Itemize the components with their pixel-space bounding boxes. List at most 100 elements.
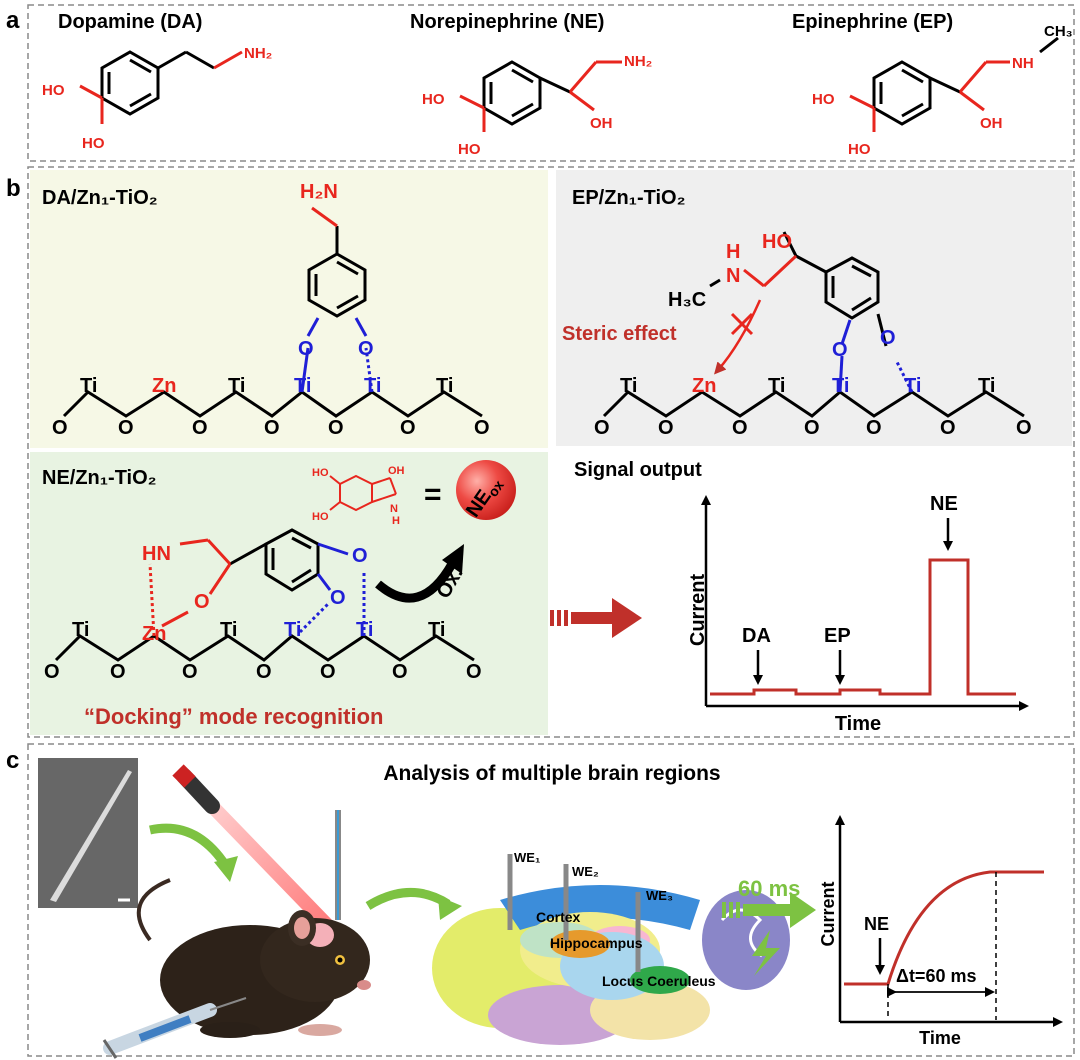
electrode-label-we3: WE₃: [646, 888, 673, 903]
ne-hn-label: HN: [142, 543, 171, 565]
ep-bound-o-1: O: [832, 339, 848, 361]
ep-ti-blue-1: Ti: [832, 375, 849, 397]
green-arrow-2-head: [438, 896, 462, 920]
ne-oh: OH: [590, 115, 613, 132]
ne-ti-1: Ti: [72, 619, 89, 641]
optical-fiber-laser-icon: [172, 764, 337, 935]
da-bound-o-1: O: [298, 338, 314, 360]
da-o-6: O: [400, 417, 416, 439]
da-o-3: O: [192, 417, 208, 439]
ep-ho-bottom: HO: [848, 141, 871, 158]
molecule-name-ne: Norepinephrine (NE): [410, 11, 604, 33]
ep-n-label: N: [726, 265, 740, 287]
ne-ho-top: HO: [422, 91, 445, 108]
ne-ti-3: Ti: [428, 619, 445, 641]
ep-o-6: O: [940, 417, 956, 439]
ne-ti-blue-2: Ti: [356, 619, 373, 641]
signal-trace: [710, 558, 1016, 696]
response-y-label: Current: [818, 881, 838, 946]
product-oh: OH: [388, 465, 405, 477]
da-o-2: O: [118, 417, 134, 439]
ne-panel-title: NE/Zn₁-TiO₂: [42, 467, 157, 489]
panel-a-letter: a: [6, 7, 20, 34]
sem-micrograph-image: [38, 758, 138, 908]
brain-section-illustration: [432, 854, 790, 1045]
region-label-cortex: Cortex: [536, 909, 581, 925]
ne-bound-o-blue-1: O: [352, 545, 368, 567]
ne-oxidation-product-structure: [329, 474, 397, 512]
da-ho-top: HO: [42, 82, 65, 99]
timing-label: 60 ms: [738, 876, 800, 901]
ne-ti-blue-1: Ti: [284, 619, 301, 641]
ep-o-2: O: [658, 417, 674, 439]
product-ho-1: HO: [312, 467, 329, 479]
ep-zn: Zn: [692, 375, 716, 397]
product-h: H: [392, 515, 400, 527]
response-x-label: Time: [919, 1028, 961, 1048]
molecule-name-ep: Epinephrine (EP): [792, 11, 953, 33]
ep-o-7: O: [1016, 417, 1032, 439]
molecule-name-da: Dopamine (DA): [58, 11, 202, 33]
ep-panel-title: EP/Zn₁-TiO₂: [572, 187, 685, 209]
ne-ti-2: Ti: [220, 619, 237, 641]
ep-ho-label: HO: [762, 231, 792, 253]
ep-nh: NH: [1012, 55, 1034, 72]
ne-nh2: NH₂: [624, 53, 652, 70]
region-label-locus-coeruleus: Locus Coeruleus: [602, 973, 716, 989]
oxidation-curved-arrow: [375, 561, 456, 603]
norepinephrine-structure: [459, 60, 622, 132]
panel-b-frame: [27, 166, 1075, 738]
signal-x-label: Time: [835, 713, 881, 735]
da-o-5: O: [328, 417, 344, 439]
da-amine-label: H₂N: [300, 181, 338, 203]
ne-ho-bottom: HO: [458, 141, 481, 158]
ne-o-7: O: [466, 661, 482, 683]
da-bound-o-2: O: [358, 338, 374, 360]
da-ti-3: Ti: [436, 375, 453, 397]
ne-bound-o-red: O: [194, 591, 210, 613]
da-ti-blue-2: Ti: [364, 375, 381, 397]
ne-o-4: O: [256, 661, 272, 683]
response-arrow-label-ne: NE: [864, 914, 889, 934]
da-o-4: O: [264, 417, 280, 439]
epinephrine-structure: [849, 36, 1059, 132]
ep-o-3: O: [732, 417, 748, 439]
da-ti-2: Ti: [228, 375, 245, 397]
ep-surface-lattice: [602, 231, 1025, 418]
green-arrow-1-head: [214, 856, 238, 882]
ep-o-1: O: [594, 417, 610, 439]
signal-chart: Current Time DA EP NE: [687, 493, 1029, 735]
ep-ti-3: Ti: [978, 375, 995, 397]
region-label-hippocampus: Hippocampus: [550, 935, 643, 951]
product-n: N: [390, 503, 398, 515]
signal-arrow: [550, 598, 642, 638]
ne-zn: Zn: [142, 623, 166, 645]
ne-o-1: O: [44, 661, 60, 683]
ep-o-4: O: [804, 417, 820, 439]
ep-h-label: H: [726, 241, 740, 263]
ne-o-5: O: [320, 661, 336, 683]
electrode-label-we2: WE₂: [572, 864, 599, 879]
ep-ti-1: Ti: [620, 375, 637, 397]
da-ti-1: Ti: [80, 375, 97, 397]
panel-c-title: Analysis of multiple brain regions: [383, 762, 720, 785]
equals-sign: =: [424, 478, 442, 511]
ne-o-6: O: [392, 661, 408, 683]
panel-a: a Dopamine (DA) HO HO NH₂ Norepinephrine…: [6, 4, 1075, 162]
panel-c-letter: c: [6, 747, 19, 774]
steric-block-icon: [730, 312, 754, 336]
signal-y-label: Current: [687, 574, 709, 647]
signal-label-ne: NE: [930, 493, 958, 515]
steric-effect-label: Steric effect: [562, 323, 677, 345]
steric-arrow: [714, 299, 762, 375]
timing-arrow: [722, 892, 816, 928]
panel-b-letter: b: [6, 175, 21, 202]
ne-o-2: O: [110, 661, 126, 683]
electrode-label-we1: WE₁: [514, 850, 540, 865]
da-o-7: O: [474, 417, 490, 439]
ep-ch3: CH₃: [1044, 23, 1073, 40]
ep-oh: OH: [980, 115, 1003, 132]
da-nh2: NH₂: [244, 45, 272, 62]
dopamine-structure: [79, 50, 243, 124]
ep-ti-blue-2: Ti: [904, 375, 921, 397]
